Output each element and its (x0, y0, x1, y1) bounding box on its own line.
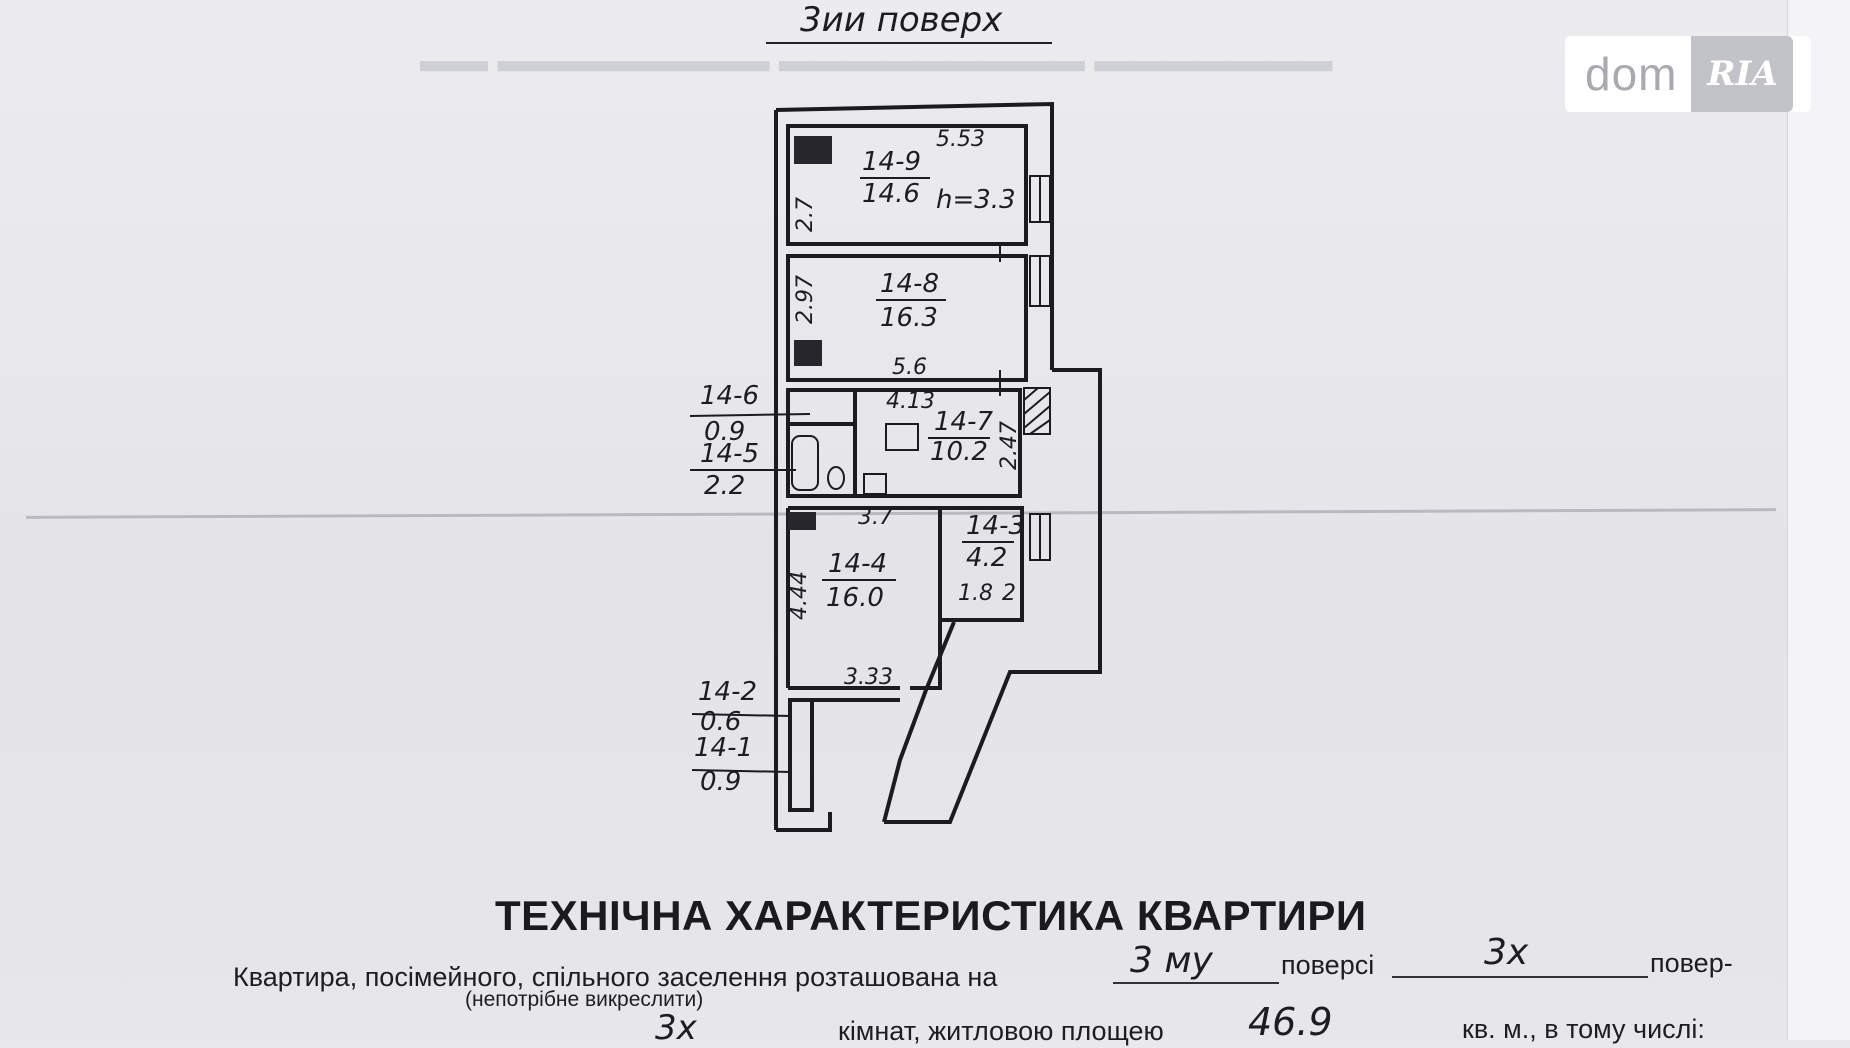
floors-total-underline (1392, 976, 1648, 978)
room-14-8-id: 14-8 (880, 269, 939, 299)
sink-icon (863, 473, 887, 495)
dim-2-47: 2.47 (997, 421, 1022, 470)
room-14-6-id: 14-6 (700, 381, 759, 411)
room-14-6-area: 0.9 (704, 417, 745, 447)
balcony-outline (884, 368, 1102, 824)
line2-suffix: кв. м., в тому числі: (1462, 1014, 1705, 1044)
stove-icon (885, 423, 919, 451)
room-14-4-area: 16.0 (826, 583, 884, 613)
stove-block-icon (794, 136, 832, 164)
room-14-2-area: 0.6 (700, 707, 741, 737)
room-14-9-id: 14-9 (862, 147, 921, 177)
room-14-8-area: 16.3 (880, 303, 938, 333)
room-14-3-area: 4.2 (966, 543, 1007, 573)
outer-wall-top (775, 101, 1054, 370)
logo-ria-text: RIA (1691, 36, 1794, 112)
logo-dom-text: dom (1585, 48, 1678, 100)
floor-value-underline (1113, 982, 1279, 984)
line1-suffix: повер- (1650, 948, 1733, 978)
room-14-7-outline (786, 388, 1022, 498)
line1-prefix: Квартира, посімейного, спільного заселен… (233, 962, 998, 992)
room-14-4-id: 14-4 (828, 549, 887, 579)
floor-value: 3 му (1130, 940, 1213, 981)
room-14-2-1-outline (788, 698, 814, 812)
dim-2-7: 2.7 (793, 197, 818, 232)
room-14-9-height: h=3.3 (936, 185, 1016, 215)
room-14-1-id: 14-1 (694, 733, 753, 763)
dim-5-53: 5.53 (936, 127, 985, 152)
room-14-7-area: 10.2 (930, 437, 988, 467)
room-14-5-area: 2.2 (704, 471, 745, 501)
line2-mid: кімнат, житловою площею (838, 1016, 1164, 1046)
living-area-value: 46.9 (1248, 1000, 1333, 1044)
room-14-7-id: 14-7 (934, 407, 993, 437)
floor-heading-underline (766, 42, 1052, 44)
stair-line (882, 621, 956, 823)
bathtub-icon (791, 435, 819, 491)
toilet-icon (827, 466, 845, 490)
room-14-3-id: 14-3 (966, 511, 1025, 541)
stove-block-icon (788, 512, 816, 530)
domria-logo[interactable]: dom RIA (1565, 36, 1811, 112)
rooms-value: 3х (655, 1008, 697, 1048)
dim-1-8: 1.8 (958, 581, 993, 606)
dim-3-7: 3.7 (858, 505, 893, 530)
leader-14-2 (691, 713, 791, 717)
room-14-3-outline (938, 506, 1024, 622)
leader-14-6 (689, 413, 811, 417)
page-edge (1787, 0, 1850, 1040)
dim-2-97: 2.97 (793, 275, 818, 324)
strike-note: (непотрібне викреслити) (465, 988, 704, 1011)
room-14-1-area: 0.9 (700, 767, 741, 797)
document-title: ТЕХНІЧНА ХАРАКТЕРИСТИКА КВАРТИРИ (495, 892, 1367, 939)
dim-3-33: 3.33 (844, 665, 893, 690)
line1-mid: поверсі (1281, 950, 1375, 980)
room-14-2-id: 14-2 (698, 677, 757, 707)
leader-14-1 (691, 769, 791, 773)
room-14-9-outline (786, 124, 1028, 246)
dim-2: 2 (1002, 581, 1016, 606)
dim-5-6: 5.6 (892, 355, 927, 380)
room-14-5-id: 14-5 (700, 439, 759, 469)
dim-4-13: 4.13 (886, 389, 935, 414)
stove-block-icon (794, 340, 822, 366)
dim-4-44: 4.44 (787, 571, 812, 620)
floors-total-value: 3х (1484, 932, 1529, 973)
room-14-4-outline (788, 506, 942, 690)
floor-heading: 3ии поверх (800, 0, 1003, 40)
room-14-8-outline (786, 254, 1028, 382)
room-14-9-area: 14.6 (862, 179, 920, 209)
